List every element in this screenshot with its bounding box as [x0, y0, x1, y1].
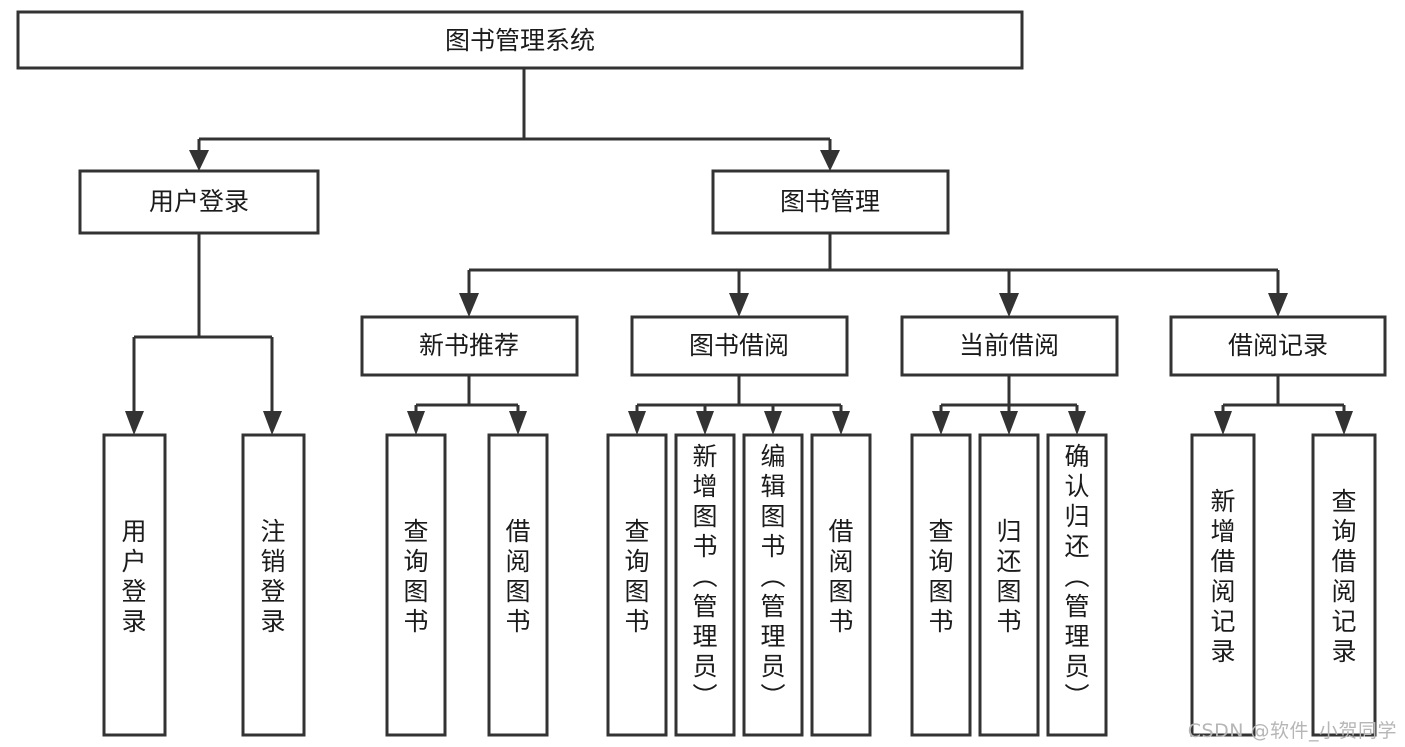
arrow-head-leaf-confirm-return — [1068, 411, 1086, 435]
arrow-head-book-borrow — [729, 293, 749, 317]
arrow-head-current-borrow — [999, 293, 1019, 317]
csdn-watermark: CSDN @软件_小贺同学 — [1187, 720, 1397, 742]
node-leaf-add-record-label: 新增借阅记录 — [1210, 487, 1235, 666]
node-leaf-query-record[interactable]: 查询借阅记录 — [1311, 433, 1377, 737]
node-root-label: 图书管理系统 — [445, 26, 595, 55]
node-new-book-rec-rect[interactable] — [360, 315, 579, 377]
node-current-borrow[interactable]: 当前借阅 — [900, 315, 1119, 377]
node-leaf-query-book-rec[interactable]: 查询图书 — [385, 433, 447, 737]
node-book-manage-rect[interactable] — [711, 169, 950, 235]
node-root-rect[interactable] — [16, 10, 1024, 70]
node-leaf-logout-rect[interactable] — [241, 433, 306, 737]
node-current-borrow-rect[interactable] — [900, 315, 1119, 377]
node-leaf-confirm-return-label: 确认归还︵管理员︶ — [1064, 442, 1089, 711]
node-leaf-query-book-borrow-label: 查询图书 — [624, 517, 649, 636]
connector-group-root — [189, 68, 840, 171]
arrow-head-leaf-borrow-book — [832, 411, 850, 435]
node-leaf-return-book[interactable]: 归还图书 — [978, 433, 1040, 737]
node-leaf-confirm-return[interactable]: 确认归还︵管理员︶ — [1046, 433, 1108, 737]
node-leaf-edit-book-label: 编辑图书︵管理员︶ — [760, 442, 785, 711]
node-user-login-rect[interactable] — [78, 169, 320, 235]
node-leaf-borrow-book-rec-label: 借阅图书 — [505, 517, 530, 636]
node-leaf-query-book-cur-label: 查询图书 — [928, 517, 953, 636]
arrow-head-leaf-logout — [263, 411, 282, 435]
arrow-head-leaf-query-book-rec — [407, 411, 425, 435]
arrow-head-leaf-query-book-cur — [932, 411, 950, 435]
connector-group-new-book-rec — [407, 375, 527, 435]
node-leaf-query-book-cur-rect[interactable] — [910, 433, 972, 737]
arrow-head-leaf-query-record — [1335, 411, 1353, 435]
node-leaf-borrow-book-label: 借阅图书 — [828, 517, 853, 636]
node-leaf-user-login-label: 用户登录 — [121, 517, 146, 636]
node-book-borrow-label: 图书借阅 — [689, 331, 789, 360]
node-leaf-logout[interactable]: 注销登录 — [241, 433, 306, 737]
arrow-head-leaf-edit-book — [764, 411, 782, 435]
node-leaf-add-book[interactable]: 新增图书︵管理员︶ — [674, 433, 736, 737]
connector-group-user-login — [125, 233, 282, 435]
node-leaf-add-record-rect[interactable] — [1190, 433, 1256, 737]
node-leaf-add-book-rect[interactable] — [674, 433, 736, 737]
arrow-head-leaf-borrow-book-rec — [509, 411, 527, 435]
node-current-borrow-label: 当前借阅 — [959, 331, 1059, 360]
connector-group-book-manage — [459, 233, 1288, 317]
node-leaf-logout-label: 注销登录 — [260, 517, 285, 636]
node-leaf-return-book-rect[interactable] — [978, 433, 1040, 737]
node-leaf-add-book-label: 新增图书︵管理员︶ — [692, 442, 717, 711]
connector-group-book-borrow — [628, 375, 850, 435]
arrow-head-leaf-return-book — [1000, 411, 1018, 435]
node-book-borrow-rect[interactable] — [630, 315, 849, 377]
node-new-book-rec-label: 新书推荐 — [419, 331, 519, 360]
node-leaf-query-book-borrow-rect[interactable] — [606, 433, 668, 737]
arrow-head-leaf-query-book-borrow — [628, 411, 646, 435]
arrow-head-leaf-add-record — [1214, 411, 1232, 435]
node-leaf-query-book-rec-rect[interactable] — [385, 433, 447, 737]
node-leaf-borrow-book-rec[interactable]: 借阅图书 — [487, 433, 549, 737]
node-leaf-borrow-book[interactable]: 借阅图书 — [810, 433, 872, 737]
arrow-head-new-book-rec — [459, 293, 479, 317]
node-book-manage[interactable]: 图书管理 — [711, 169, 950, 235]
node-borrow-record-rect[interactable] — [1169, 315, 1387, 377]
node-leaf-query-book-cur[interactable]: 查询图书 — [910, 433, 972, 737]
node-root[interactable]: 图书管理系统 — [16, 10, 1024, 70]
node-leaf-query-record-rect[interactable] — [1311, 433, 1377, 737]
node-leaf-query-book-borrow[interactable]: 查询图书 — [606, 433, 668, 737]
node-leaf-query-book-rec-label: 查询图书 — [403, 517, 428, 636]
node-leaf-user-login[interactable]: 用户登录 — [102, 433, 167, 737]
node-leaf-add-record[interactable]: 新增借阅记录 — [1190, 433, 1256, 737]
node-borrow-record-label: 借阅记录 — [1228, 331, 1328, 360]
node-user-login-label: 用户登录 — [149, 187, 249, 216]
arrow-head-borrow-record — [1268, 293, 1288, 317]
node-leaf-edit-book-rect[interactable] — [742, 433, 804, 737]
node-leaf-query-record-label: 查询借阅记录 — [1331, 487, 1356, 666]
node-leaf-confirm-return-rect[interactable] — [1046, 433, 1108, 737]
connector-group-current-borrow — [932, 375, 1086, 435]
connector-group-borrow-record — [1214, 375, 1353, 435]
node-new-book-rec[interactable]: 新书推荐 — [360, 315, 579, 377]
node-leaf-edit-book[interactable]: 编辑图书︵管理员︶ — [742, 433, 804, 737]
node-leaf-return-book-label: 归还图书 — [996, 517, 1021, 636]
node-user-login[interactable]: 用户登录 — [78, 169, 320, 235]
node-book-manage-label: 图书管理 — [780, 187, 880, 216]
arrow-head-user-login — [189, 150, 209, 171]
arrow-head-leaf-add-book — [696, 411, 714, 435]
arrow-head-book-manage — [820, 150, 840, 171]
node-book-borrow[interactable]: 图书借阅 — [630, 315, 849, 377]
node-leaf-user-login-rect[interactable] — [102, 433, 167, 737]
node-borrow-record[interactable]: 借阅记录 — [1169, 315, 1387, 377]
arrow-head-leaf-user-login — [125, 411, 144, 435]
node-leaf-borrow-book-rect[interactable] — [810, 433, 872, 737]
node-leaf-borrow-book-rec-rect[interactable] — [487, 433, 549, 737]
